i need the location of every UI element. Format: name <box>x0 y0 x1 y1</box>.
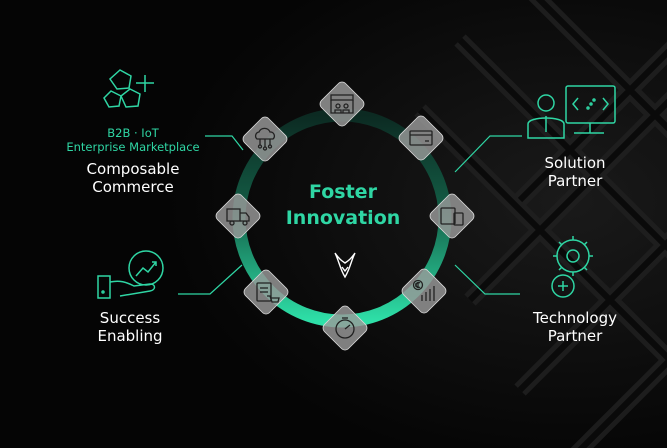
ring-tile-delivery-truck[interactable] <box>214 192 262 240</box>
ring-tile-euro-chart[interactable] <box>400 267 448 315</box>
composable-line1: Composable <box>86 159 180 178</box>
gears-icon <box>551 236 593 298</box>
solution-partner-label: Solution Partner <box>520 154 630 190</box>
composable-commerce-label: B2B · IoT Enterprise Marketplace Composa… <box>48 126 218 196</box>
euro-chart-icon <box>412 279 435 301</box>
connector-composable <box>205 135 244 151</box>
success-line2: Enabling <box>97 327 163 345</box>
connector-success <box>178 264 243 295</box>
clipboard-cart-icon <box>256 282 280 303</box>
center-title-line2: Innovation <box>285 206 401 229</box>
pentagons-icon <box>103 69 154 108</box>
composable-line2: Commerce <box>92 177 174 196</box>
ring-tile-devices[interactable] <box>428 192 476 240</box>
technology-line2: Partner <box>547 327 603 345</box>
composable-sub1: B2B · IoT <box>107 126 159 140</box>
center-title-line1: Foster <box>309 181 377 203</box>
solution-line1: Solution <box>544 154 606 172</box>
solution-line2: Partner <box>547 172 603 190</box>
lattice-decoration-inner <box>417 0 667 448</box>
credit-card-icon <box>409 130 433 146</box>
ring-tile-stopwatch[interactable] <box>321 304 369 352</box>
composable-sub2: Enterprise Marketplace <box>66 139 200 154</box>
hand-growth-icon <box>97 250 164 299</box>
connector-lines <box>178 135 522 295</box>
ring-tile-cloud-network[interactable] <box>241 115 289 163</box>
ring-tile-credit-card[interactable] <box>397 114 445 162</box>
stopwatch-icon <box>335 317 355 339</box>
success-enabling-label: Success Enabling <box>70 309 190 345</box>
brand-logo-icon <box>334 252 356 279</box>
storefront-icon <box>330 94 354 114</box>
technology-line1: Technology <box>532 309 618 327</box>
devices-icon <box>440 207 464 226</box>
ring-tile-storefront[interactable] <box>318 80 366 128</box>
success-line1: Success <box>99 309 161 327</box>
connector-solution <box>454 135 522 173</box>
consultant-screen-icon <box>527 85 616 139</box>
ring-tile-clipboard-cart[interactable] <box>242 268 290 316</box>
connector-technology <box>454 264 520 295</box>
delivery-truck-icon <box>226 208 250 226</box>
technology-partner-label: Technology Partner <box>515 309 635 345</box>
center-title: Foster Innovation <box>268 180 418 231</box>
cloud-network-icon <box>254 127 275 151</box>
